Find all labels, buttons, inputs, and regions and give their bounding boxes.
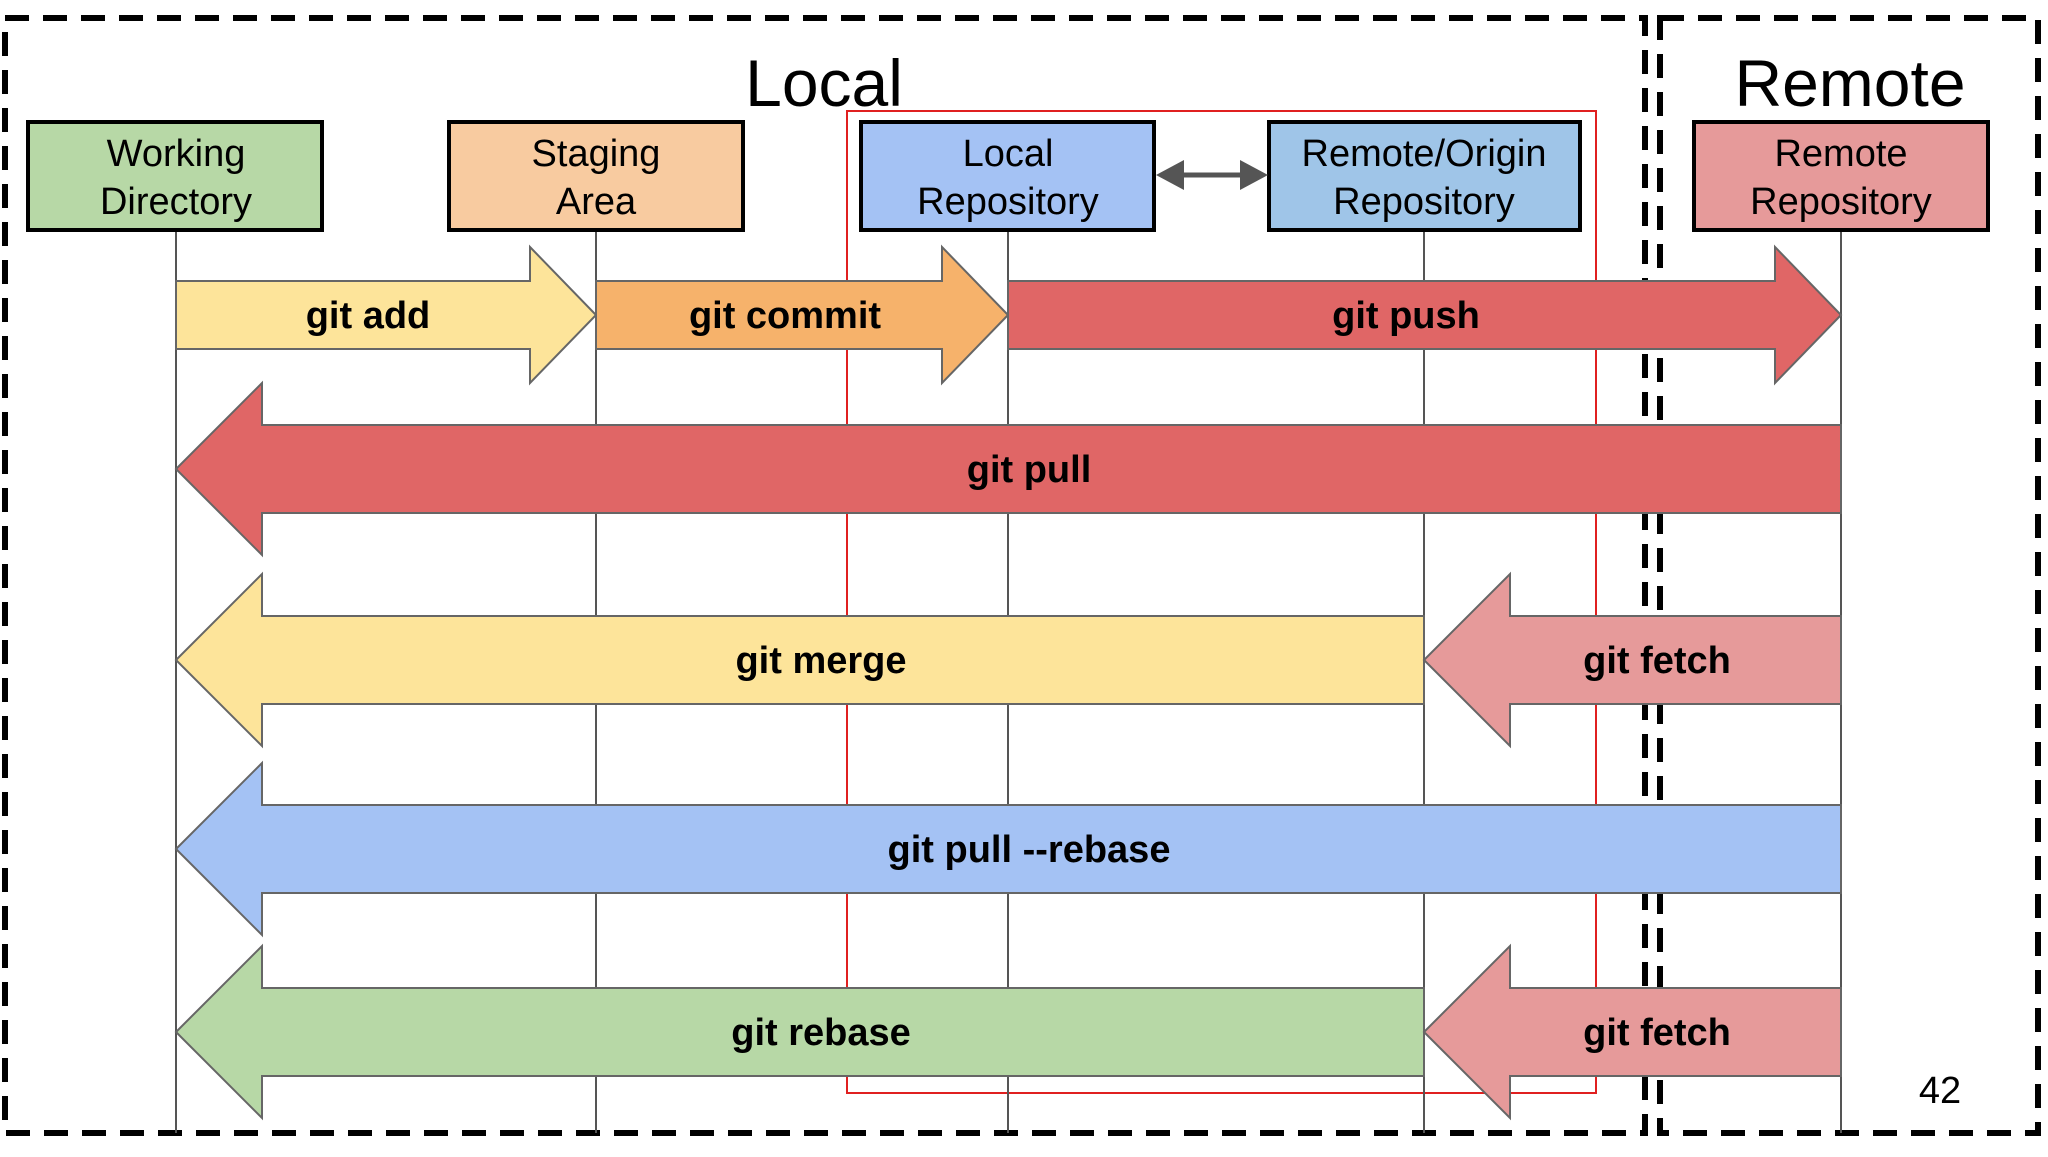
local-repository-label-line: Local: [963, 133, 1054, 175]
git-add-arrow: git add: [175, 244, 598, 386]
staging-area-label-line: Area: [556, 181, 637, 223]
git-commit-arrow-shape: [595, 244, 1010, 386]
git-rebase-label: git rebase: [731, 1012, 911, 1054]
sync-double-arrow-icon: [1156, 160, 1268, 190]
git-merge-label: git merge: [735, 640, 906, 682]
remote-repository-box-shape: [1692, 120, 1990, 232]
git-push-arrow: git push: [1007, 244, 1843, 386]
command-arrows: git add git commit git push git pull git mer…: [174, 244, 1843, 1121]
working-directory-label-line: Working: [107, 133, 246, 175]
git-pull-label: git pull: [967, 449, 1092, 491]
git-fetch-2-arrow: git fetch: [1422, 943, 1842, 1121]
git-pull-arrow: git pull: [174, 380, 1842, 558]
git-merge-arrow-shape: [174, 571, 1425, 749]
remote-repository-label-line: Repository: [1750, 181, 1932, 223]
git-commit-arrow: git commit: [595, 244, 1010, 386]
remote-origin-repository-box-shape: [1267, 120, 1582, 232]
repositories-highlight-frame: [846, 110, 1597, 1094]
git-fetch-2-arrow-shape: [1422, 943, 1842, 1121]
git-fetch-1-arrow-shape: [1422, 571, 1842, 749]
git-commit-label: git commit: [689, 295, 881, 337]
git-fetch-1-label: git fetch: [1583, 640, 1731, 682]
working-directory-box-shape: [26, 120, 324, 232]
staging-area-label-line: Staging: [532, 133, 661, 175]
git-pull-rebase-arrow: git pull --rebase: [174, 760, 1842, 938]
git-fetch-1-arrow: git fetch: [1422, 571, 1842, 749]
git-push-label: git push: [1332, 295, 1480, 337]
git-push-arrow-shape: [1007, 244, 1843, 386]
git-add-label: git add: [306, 295, 431, 337]
git-fetch-2-label: git fetch: [1583, 1012, 1731, 1054]
git-pull-rebase-label: git pull --rebase: [888, 829, 1171, 871]
git-rebase-arrow: git rebase: [174, 943, 1425, 1121]
local-repository-label-line: Repository: [917, 181, 1099, 223]
git-pull-rebase-arrow-shape: [174, 760, 1842, 938]
remote-region-frame: [1657, 15, 2041, 1136]
local-region-title: Local: [745, 46, 903, 120]
remote-origin-repository-label-line: Remote/Origin: [1302, 133, 1547, 175]
remote-repository-label-line: Remote: [1774, 133, 1907, 175]
working-directory-label-line: Directory: [100, 181, 252, 223]
git-rebase-arrow-shape: [174, 943, 1425, 1121]
git-add-arrow-shape: [175, 244, 598, 386]
local-region-frame: [2, 15, 1648, 1136]
local-repository-box-shape: [859, 120, 1156, 232]
staging-area-box-shape: [447, 120, 745, 232]
page-number: 42: [1919, 1070, 1961, 1112]
remote-origin-repository-label-line: Repository: [1333, 181, 1515, 223]
git-merge-arrow: git merge: [174, 571, 1425, 749]
remote-region-title: Remote: [1734, 46, 1965, 120]
git-pull-arrow-shape: [174, 380, 1842, 558]
